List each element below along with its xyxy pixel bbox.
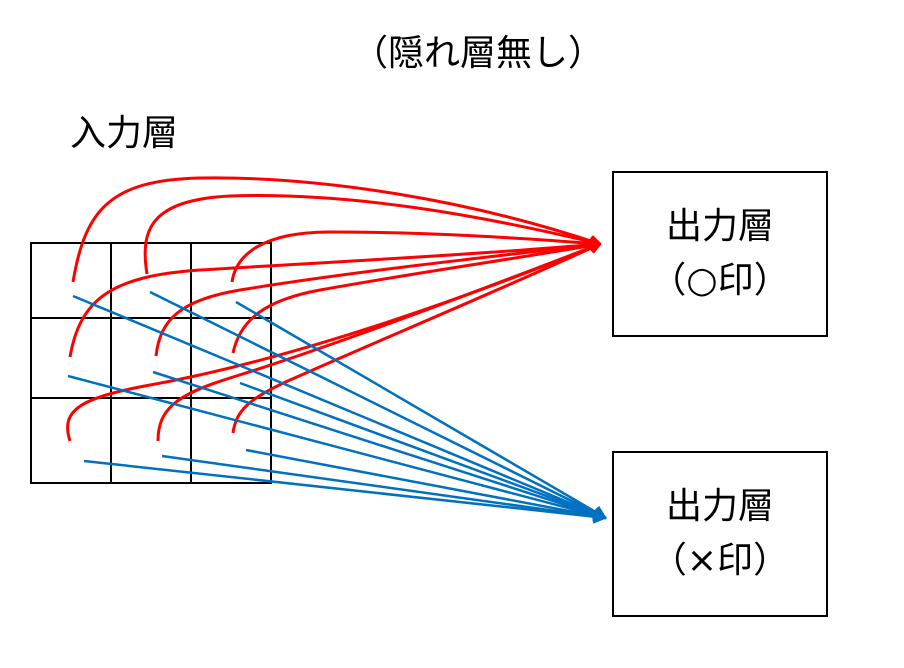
blue-connections — [67, 290, 607, 524]
red-connection-5 — [154, 244, 600, 357]
blue-connection-2 — [149, 290, 607, 520]
input-grid-border — [30, 242, 272, 484]
red-connection-3 — [230, 230, 600, 283]
blue-connection-8 — [161, 454, 607, 524]
red-connection-8 — [156, 244, 600, 442]
subtitle: （隠れ層無し） — [352, 33, 605, 74]
blue-connection-7 — [83, 459, 607, 524]
blue-connection-5 — [152, 370, 607, 521]
output-layer-cross-box: 出力層 （×印） — [612, 451, 828, 617]
output-layer-cross-title: 出力層 — [665, 486, 774, 527]
output-layer-circle-title: 出力層 — [665, 206, 774, 247]
blue-connection-3 — [235, 300, 607, 520]
blue-connection-6 — [239, 381, 607, 521]
blue-connection-4 — [67, 374, 607, 522]
output-layer-circle-mark: （○印） — [650, 260, 790, 301]
output-layer-circle-box: 出力層 （○印） — [612, 171, 828, 337]
output-layer-cross-mark: （×印） — [650, 540, 790, 581]
red-connection-2 — [143, 194, 600, 275]
red-connection-6 — [231, 244, 600, 354]
red-connection-1 — [71, 176, 600, 283]
red-connection-9 — [231, 244, 600, 434]
input-layer-label: 入力層 — [70, 113, 179, 154]
red-connections — [66, 176, 600, 442]
blue-connection-9 — [245, 448, 607, 523]
blue-connection-1 — [72, 294, 607, 520]
